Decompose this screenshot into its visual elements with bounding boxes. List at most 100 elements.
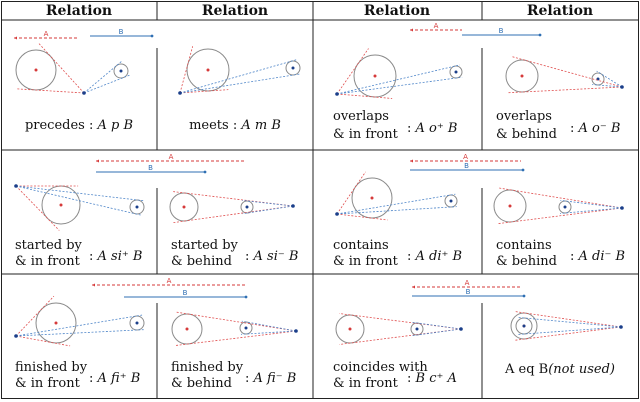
cell4-viewpoint bbox=[620, 85, 624, 89]
cell3-arrow-a bbox=[410, 28, 413, 32]
cell11-center-b bbox=[415, 327, 419, 331]
cell5-center-b bbox=[135, 205, 139, 209]
header-relation-1: Relation bbox=[46, 3, 112, 19]
cell1-end-b bbox=[150, 34, 154, 38]
caption-relation-symbol: A m B bbox=[240, 118, 281, 133]
caption-relation-symbol: A si⁺ B bbox=[97, 249, 143, 264]
caption-colon: : bbox=[89, 371, 98, 386]
caption-colon: : bbox=[570, 249, 579, 264]
cell-caption-5: started by& in front: A si⁺ B bbox=[15, 238, 142, 269]
cell7-cone-a-1 bbox=[336, 213, 388, 221]
caption-colon: : bbox=[407, 249, 416, 264]
cell5-end-b bbox=[203, 170, 207, 174]
cell3-center-b bbox=[454, 70, 458, 74]
cell8-cone-a-0 bbox=[497, 207, 623, 225]
caption-symbol: : A si⁺ B bbox=[89, 249, 142, 264]
caption-line-2: & behind bbox=[496, 127, 557, 142]
caption-symbol: : A fi⁺ B bbox=[89, 371, 140, 386]
cell9-end-b bbox=[244, 295, 248, 299]
cell11-cone-b-1 bbox=[412, 321, 462, 330]
cell5-label-b: B bbox=[148, 164, 153, 172]
cell4-cone-a-1 bbox=[512, 56, 623, 88]
cell9-center-b bbox=[135, 321, 139, 325]
cell3-viewpoint bbox=[335, 92, 339, 96]
cell8-center-a bbox=[508, 204, 512, 208]
caption-relation-symbol: A o⁺ B bbox=[415, 121, 458, 136]
cell11-cone-a-1 bbox=[339, 313, 462, 330]
cell1-circle-b bbox=[113, 63, 129, 79]
cell7-viewpoint bbox=[335, 212, 339, 216]
cell1-center-a bbox=[34, 68, 38, 72]
cell2-center-b bbox=[291, 66, 295, 70]
caption-line-2: & in front bbox=[15, 254, 81, 269]
cell1-arrow-a bbox=[14, 36, 17, 40]
cell12-cone-a-1 bbox=[514, 311, 622, 328]
cell2-center-a bbox=[206, 68, 210, 72]
cell-caption-2: meets : A m B bbox=[189, 118, 281, 133]
cell7-cone-a-0 bbox=[336, 171, 366, 215]
caption-symbol: : B c⁺ A bbox=[407, 371, 457, 386]
cell7-cone-b-0 bbox=[336, 193, 456, 215]
caption-colon: : bbox=[407, 121, 416, 136]
cell-caption-7: contains& in front: A di⁺ B bbox=[333, 238, 462, 269]
caption-relation-name: meets : bbox=[189, 118, 241, 133]
cell11-cone-b-0 bbox=[412, 328, 462, 337]
caption-relation-symbol: A di⁺ B bbox=[415, 249, 463, 264]
caption-relation-name: precedes : bbox=[25, 118, 98, 133]
cell4-circle-a bbox=[505, 59, 539, 93]
caption-line-2: & in front bbox=[333, 254, 399, 269]
cell8-circle-b bbox=[558, 200, 572, 214]
caption-symbol: : A o⁺ B bbox=[407, 121, 457, 136]
caption-symbol: : A fi⁻ B bbox=[245, 371, 296, 386]
cell12-center-b bbox=[522, 324, 526, 328]
header-relation-2: Relation bbox=[202, 3, 268, 19]
caption-symbol: : A di⁻ B bbox=[570, 249, 625, 264]
cell8-cone-b-0 bbox=[560, 207, 623, 214]
cell11-center-a bbox=[348, 327, 352, 331]
caption-relation-symbol: A fi⁻ B bbox=[253, 371, 297, 386]
caption-relation-symbol: B c⁺ A bbox=[415, 371, 457, 386]
caption-text: A eq B(not used) bbox=[504, 362, 615, 377]
cell1-viewpoint bbox=[82, 91, 86, 95]
cell-caption-8: contains& behind: A di⁻ B bbox=[496, 238, 625, 269]
caption-colon: : bbox=[570, 121, 579, 136]
cell10-center-b bbox=[244, 326, 248, 330]
cell11-arrow-a bbox=[412, 285, 415, 289]
cell4-cone-b-1 bbox=[596, 70, 623, 88]
caption-line-1: finished by bbox=[171, 360, 244, 375]
cell5-viewpoint bbox=[14, 184, 18, 188]
caption-relation-symbol: (not used) bbox=[548, 362, 615, 377]
cell1-label-b: B bbox=[119, 28, 124, 36]
cell3-cone-b-1 bbox=[336, 76, 463, 95]
caption-text: meets : A m B bbox=[189, 118, 281, 133]
cell2-circle-b bbox=[285, 60, 301, 76]
cell3-center-a bbox=[373, 74, 377, 78]
cell6-center-b bbox=[245, 205, 249, 209]
cell3-cone-a-0 bbox=[336, 48, 369, 95]
cell5-cone-b-0 bbox=[15, 185, 145, 202]
cell2-cone-a-0 bbox=[179, 46, 194, 94]
cell10-cone-b-0 bbox=[240, 330, 297, 335]
caption-symbol: : A di⁺ B bbox=[407, 249, 462, 264]
caption-line-2: & behind bbox=[171, 254, 232, 269]
cell-caption-3: overlaps& in front: A o⁺ B bbox=[333, 109, 457, 142]
caption-line-1: finished by bbox=[15, 360, 88, 375]
cell1-cone-a-1 bbox=[38, 42, 85, 94]
cell2-circle-a bbox=[186, 48, 230, 92]
cell9-arrow-a bbox=[92, 283, 95, 287]
cell9-cone-a-0 bbox=[15, 295, 55, 337]
cell10-viewpoint bbox=[294, 329, 298, 333]
caption-symbol: : A o⁻ B bbox=[570, 121, 620, 136]
cell10-cone-a-1 bbox=[175, 311, 297, 332]
caption-text: precedes : A p B bbox=[25, 118, 133, 133]
caption-relation-name: A eq B bbox=[504, 362, 548, 377]
cell11-viewpoint bbox=[459, 327, 463, 331]
cell9-label-a: A bbox=[167, 277, 172, 285]
cell4-circle-b bbox=[591, 72, 605, 86]
caption-relation-symbol: A di⁻ B bbox=[578, 249, 626, 264]
cell9-cone-a-1 bbox=[15, 335, 71, 347]
cell3-label-a: A bbox=[434, 22, 439, 30]
cell9-label-b: B bbox=[183, 289, 188, 297]
